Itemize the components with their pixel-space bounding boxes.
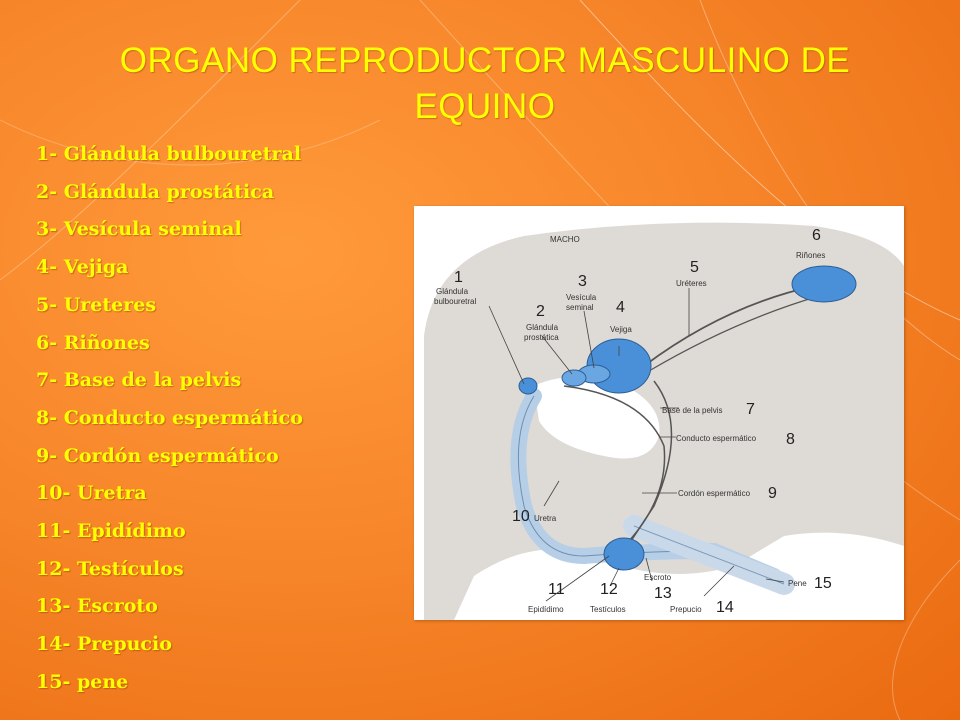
legend-item: 4- Vejiga: [36, 256, 129, 279]
label-prostatica-a: Glándula: [526, 323, 559, 332]
legend-item: 7- Base de la pelvis: [36, 369, 242, 392]
label-vejiga: Vejiga: [610, 325, 632, 334]
label-prepucio: Prepucio: [670, 605, 702, 614]
label-base-pelvis: Base de la pelvis: [662, 406, 722, 415]
label-testiculos: Testículos: [590, 605, 626, 614]
body-silhouette: [424, 222, 904, 620]
pelvis-opening: [534, 377, 660, 459]
legend-item: 12- Testículos: [36, 557, 184, 580]
legend-list: 1- Glándula bulbouretral 2- Glándula pro…: [36, 136, 303, 702]
prostate-shape: [561, 369, 587, 387]
legend-item: 2- Glándula prostática: [36, 180, 275, 203]
diagram-number-5: 5: [690, 259, 699, 276]
diagram-number-1: 1: [454, 269, 463, 286]
diagram-number-8: 8: [786, 431, 795, 448]
legend-item: 8- Conducto espermático: [36, 406, 303, 429]
bulbourethral-shape: [518, 377, 538, 395]
legend-item: 9- Cordón espermático: [36, 444, 279, 467]
label-ureteres: Uréteres: [676, 279, 707, 288]
diagram-number-11: 11: [548, 581, 565, 598]
label-bulbouretral-b: bulbouretral: [434, 297, 476, 306]
diagram-number-6: 6: [812, 227, 821, 244]
legend-item: 15- pene: [36, 670, 129, 693]
diagram-number-2: 2: [536, 303, 545, 320]
diagram-number-9: 9: [768, 485, 777, 502]
diagram-number-3: 3: [578, 273, 587, 290]
diagram-number-4: 4: [616, 299, 625, 316]
legend-item: 13- Escroto: [36, 595, 158, 618]
legend-item: 5- Ureteres: [36, 293, 157, 316]
label-conducto: Conducto espermático: [676, 434, 757, 443]
diagram-header: MACHO: [550, 235, 580, 244]
label-vesicula-a: Vesícula: [566, 293, 597, 302]
label-epididimo: Epidídimo: [528, 605, 564, 614]
label-prostatica-b: prostática: [524, 333, 559, 342]
diagram-number-7: 7: [746, 401, 755, 418]
testicle-shape: [603, 537, 645, 571]
legend-item: 10- Uretra: [36, 482, 147, 505]
label-vesicula-b: seminal: [566, 303, 594, 312]
label-escroto: Escroto: [644, 573, 672, 582]
legend-item: 3- Vesícula seminal: [36, 218, 242, 241]
label-bulbouretral-a: Glándula: [436, 287, 469, 296]
diagram-number-14: 14: [716, 599, 734, 616]
ureter-line: [643, 285, 815, 367]
legend-item: 6- Riñones: [36, 331, 150, 354]
label-cordon: Cordón espermático: [678, 489, 751, 498]
label-uretra: Uretra: [534, 514, 557, 523]
kidney-shape: [791, 265, 857, 303]
diagram-number-13: 13: [654, 585, 672, 602]
label-pene: Pene: [788, 579, 807, 588]
legend-item: 11- Epidídimo: [36, 520, 186, 543]
diagram-number-12: 12: [600, 581, 618, 598]
anatomy-diagram: MACHO 1 Glándula bulbouretral 2 Glándula…: [424, 222, 904, 620]
diagram-number-10: 10: [512, 508, 530, 525]
diagram-number-15: 15: [814, 575, 832, 592]
spermatic-cord: [628, 380, 673, 545]
legend-item: 14- Prepucio: [36, 633, 172, 656]
legend-item: 1- Glándula bulbouretral: [36, 143, 302, 165]
slide-title: ORGANO REPRODUCTOR MASCULINO DE EQUINO: [119, 41, 851, 126]
anatomy-figure: MACHO 1 Glándula bulbouretral 2 Glándula…: [414, 206, 904, 620]
label-rinones: Riñones: [796, 251, 825, 260]
